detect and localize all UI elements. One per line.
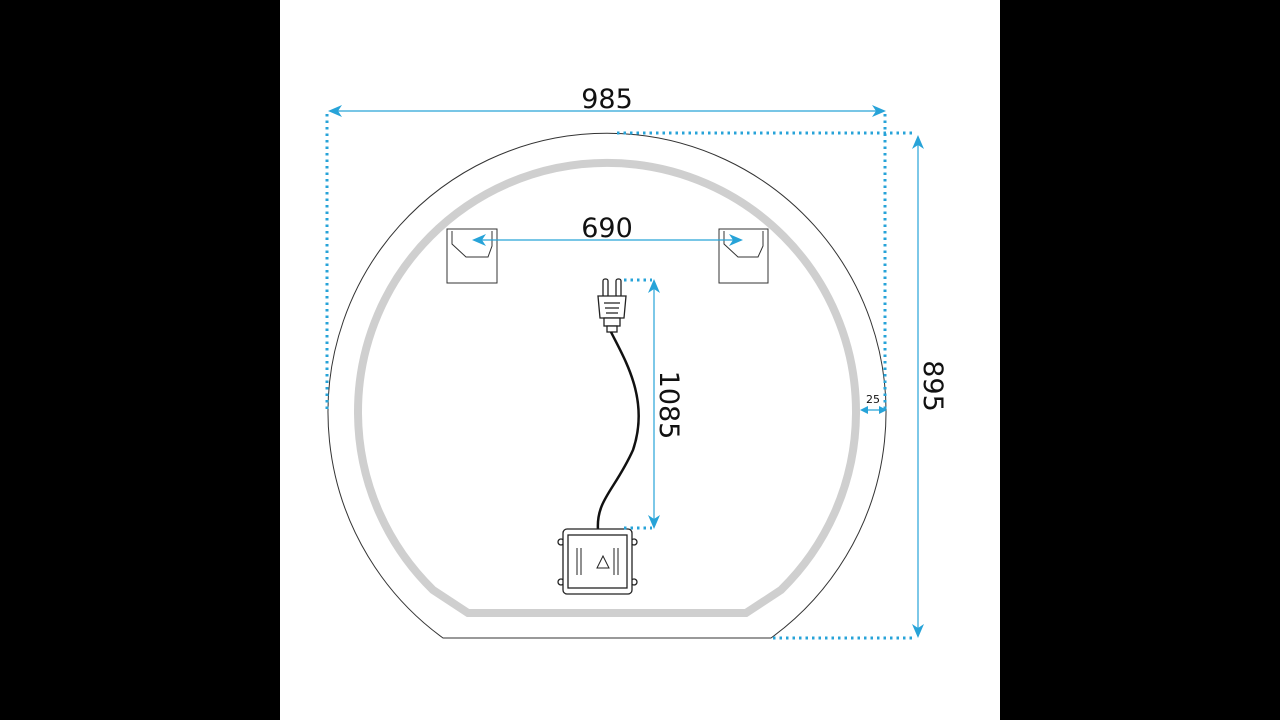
width-label: 985: [581, 84, 633, 115]
height-label: 895: [917, 360, 948, 412]
hook-spacing-label: 690: [581, 213, 633, 244]
hanging-bracket-right: [718, 228, 769, 284]
depth-dimension: 25: [860, 393, 887, 414]
hanging-bracket-left: [446, 228, 498, 284]
power-plug-icon: [597, 278, 627, 333]
junction-box-icon: [557, 528, 638, 595]
cable-length-dimension: 1085: [624, 278, 684, 530]
power-cable: [596, 331, 640, 531]
depth-label: 25: [866, 393, 880, 406]
led-band: [354, 158, 860, 617]
width-dimension: 985: [325, 84, 887, 412]
cable-length-label: 1085: [653, 371, 684, 440]
hook-spacing-dimension: 690: [472, 213, 743, 246]
height-dimension: 895: [617, 131, 948, 640]
mirror-outline: [327, 132, 887, 639]
